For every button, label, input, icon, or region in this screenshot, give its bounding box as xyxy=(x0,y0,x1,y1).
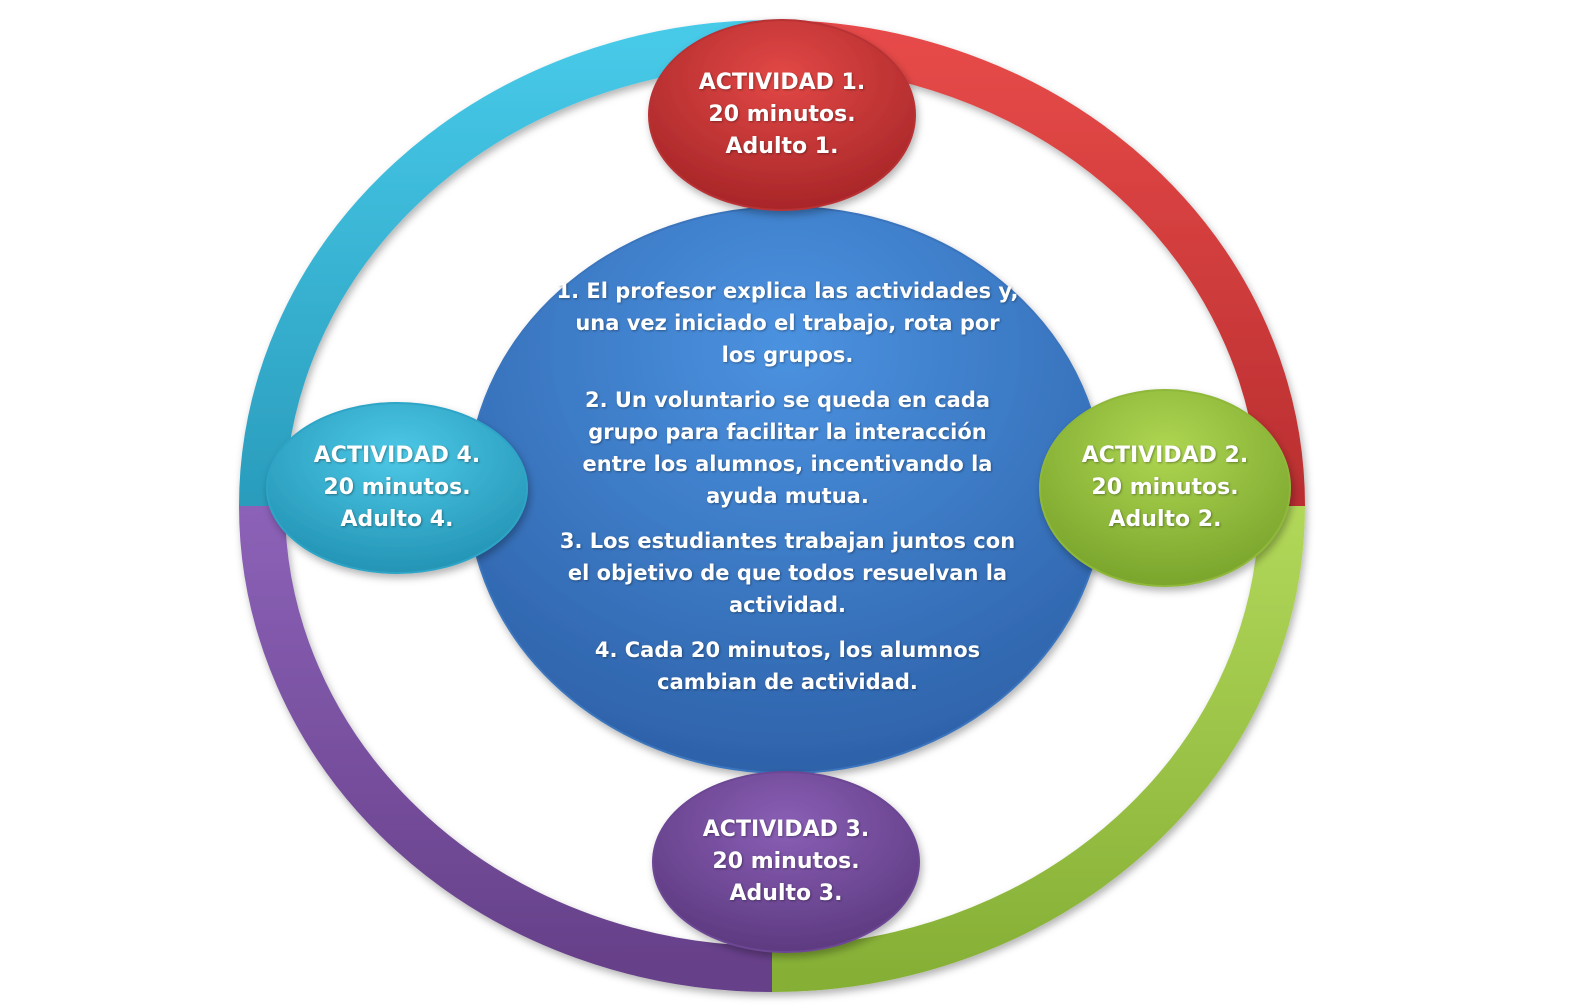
activity-title: ACTIVIDAD 4. xyxy=(313,443,481,468)
activity-adult: Adulto 3. xyxy=(729,881,843,906)
activity-time: 20 minutos. xyxy=(708,102,856,127)
activity-1-text: ACTIVIDAD 1. 20 minutos. Adulto 1. xyxy=(652,50,912,180)
step-1: 1. El profesor explica las actividades y… xyxy=(556,279,1019,367)
activity-time: 20 minutos. xyxy=(1091,475,1239,500)
activity-time: 20 minutos. xyxy=(712,849,860,874)
activity-title: ACTIVIDAD 3. xyxy=(702,817,870,842)
ring-segment-purple xyxy=(239,505,773,992)
ring-segment-green xyxy=(771,505,1305,992)
activity-2-bubble xyxy=(1039,389,1291,587)
activity-2-text: ACTIVIDAD 2. 20 minutos. Adulto 2. xyxy=(1040,423,1290,553)
activity-3-bubble xyxy=(652,771,920,953)
activity-3-text: ACTIVIDAD 3. 20 minutos. Adulto 3. xyxy=(656,797,916,927)
ring-segment-red xyxy=(771,20,1305,507)
ring-segment-cyan xyxy=(239,20,773,507)
activity-1-bubble xyxy=(648,19,916,211)
activity-title: ACTIVIDAD 2. xyxy=(1081,443,1249,468)
activity-adult: Adulto 2. xyxy=(1108,507,1222,532)
activity-adult: Adulto 4. xyxy=(340,507,454,532)
activity-adult: Adulto 1. xyxy=(725,134,839,159)
activity-4-bubble xyxy=(266,402,528,574)
activity-4-text: ACTIVIDAD 4. 20 minutos. Adulto 4. xyxy=(267,423,527,553)
step-2: 2. Un voluntario se queda en cada grupo … xyxy=(582,388,993,508)
center-steps: 1. El profesor explica las actividades y… xyxy=(555,275,1020,705)
step-4: 4. Cada 20 minutos, los alumnos cambian … xyxy=(594,638,981,694)
activity-time: 20 minutos. xyxy=(323,475,471,500)
step-3: 3. Los estudiantes trabajan juntos con e… xyxy=(559,529,1016,617)
activity-title: ACTIVIDAD 1. xyxy=(698,70,866,95)
